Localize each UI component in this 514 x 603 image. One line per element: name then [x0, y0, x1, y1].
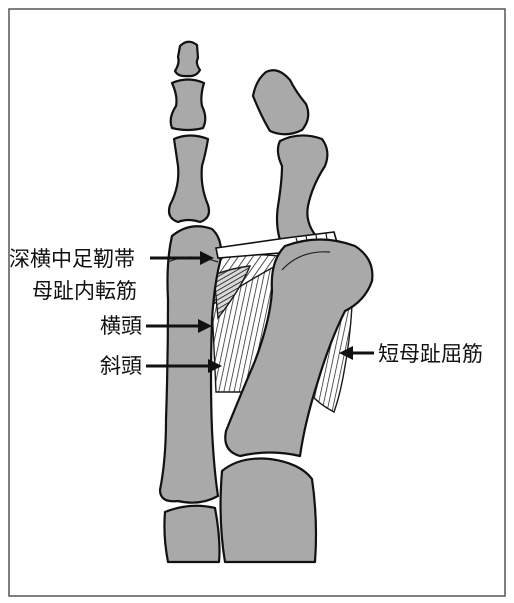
medial-cuneiform: [221, 459, 316, 563]
label-flexor-hallucis-brevis: 短母趾屈筋: [378, 342, 483, 366]
second-toe-distal-phalanx: [175, 42, 200, 76]
label-oblique-head: 斜頭: [100, 354, 142, 378]
label-transverse-head: 横頭: [100, 314, 142, 338]
label-adductor-hallucis: 母趾内転筋: [32, 279, 137, 303]
second-metatarsal-base: [164, 506, 219, 562]
second-toe-middle-phalanx: [171, 80, 206, 131]
label-deep-transverse-metatarsal-ligament: 深横中足靭帯: [9, 247, 135, 271]
